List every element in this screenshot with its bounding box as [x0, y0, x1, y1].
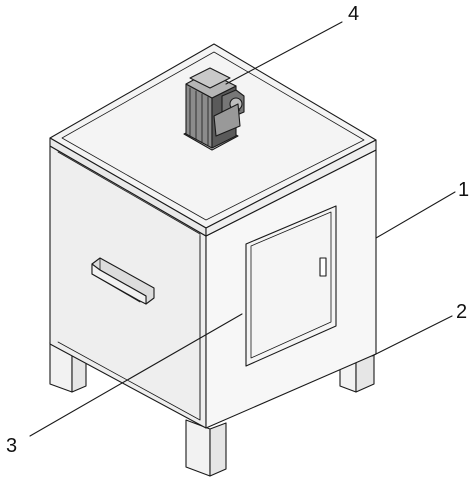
leader-line-1: [375, 191, 456, 239]
leader-lines: [29, 21, 456, 437]
door-latch: [319, 257, 327, 277]
callout-label-1: 1: [458, 179, 469, 201]
callout-label-2: 2: [456, 301, 467, 323]
servo-motor: [183, 67, 245, 151]
drawer-handle: [91, 257, 155, 305]
leader-line-2: [371, 315, 453, 357]
leader-line-4: [225, 21, 343, 85]
callout-label-3: 3: [6, 435, 17, 457]
callout-label-4: 4: [348, 3, 359, 25]
leader-line-3: [29, 313, 243, 437]
access-door: [245, 205, 337, 367]
